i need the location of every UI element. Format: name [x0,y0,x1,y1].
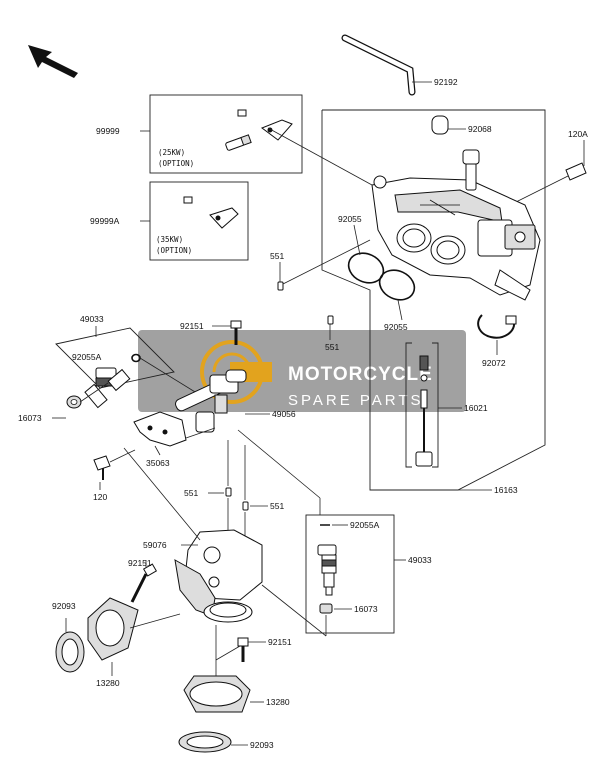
callout-99999: 99999 [96,126,120,136]
callout-92055-lower: 92055 [384,322,408,332]
callout-49033-bottom: 49033 [408,555,432,565]
callout-59076: 59076 [143,540,167,550]
callout-92151-lower: 92151 [268,637,292,647]
callout-551-lower-left: 551 [184,488,198,498]
bolt-92151-left [130,560,158,603]
option-box-25kw: (25KW) (OPTION) [140,94,373,186]
breather-hose [341,34,432,96]
hose-clamp [477,314,517,355]
option-35kw-note: (OPTION) [156,246,192,255]
injector-group-top [55,326,201,409]
callout-92068: 92068 [468,124,492,134]
callout-16073-bottom: 16073 [354,604,378,614]
bolt-120 [93,449,136,490]
idle-screw-group [405,342,462,468]
callout-49056: 49056 [272,409,296,419]
option-25kw-note: (OPTION) [158,159,194,168]
callout-120: 120 [93,492,107,502]
callout-49033-top: 49033 [80,314,104,324]
watermark-subtitle: SPARE PARTS [288,392,424,409]
washer-16073-top [52,382,109,419]
injector-group-bottom [237,429,406,634]
callout-16021: 16021 [464,403,488,413]
watermark-title: MOTORCYCLE [288,364,433,385]
callout-92093-lower: 92093 [250,740,274,750]
callout-551-lower-right: 551 [270,501,284,511]
seal-ring-92093-lower [178,731,248,753]
bolt-92151-top [212,320,242,345]
callout-16073-top: 16073 [18,413,42,423]
callout-92151-left: 92151 [128,558,152,568]
callout-92093-left: 92093 [52,601,76,611]
pin-551-upper [277,239,371,291]
option-box-35kw: (35KW) (OPTION) [140,181,249,261]
washer-16073-bottom [319,603,352,636]
option-25kw-power: (25KW) [158,148,185,157]
pin-551-lower-right [242,445,268,542]
bolt-92151-lower [215,637,266,662]
pin-551-mid [327,315,334,340]
option-35kw-power: (35KW) [156,235,183,244]
pin-551-lower-left [208,440,232,538]
bracket-59076 [123,447,327,637]
callout-92055-upper: 92055 [338,214,362,224]
throttle-assembly-frame [321,109,546,491]
callout-92072: 92072 [482,358,506,368]
callout-13280-lower: 13280 [266,697,290,707]
gasket-13280-left [87,597,181,676]
fuel-delivery-pipe [175,369,270,433]
callout-120a: 120A [568,129,588,139]
callout-551-upper: 551 [270,251,284,261]
callout-92151-top: 92151 [180,321,204,331]
callout-35063: 35063 [146,458,170,468]
callout-92055a-bottom: 92055A [350,520,380,530]
callout-16163: 16163 [494,485,518,495]
front-direction-arrow-icon [28,45,78,78]
callout-13280-left: 13280 [96,678,120,688]
callout-92055a-top: 92055A [72,352,102,362]
cap-part [431,115,466,135]
bracket-35063 [133,411,216,456]
gasket-13280-lower [183,625,264,713]
o-ring-pair [347,224,416,321]
callout-92192: 92192 [434,77,458,87]
bolt-120a [509,140,587,206]
callout-551-mid: 551 [325,342,339,352]
callout-99999a: 99999A [90,216,120,226]
throttle-body [371,149,541,301]
seal-ring-92093-left [55,618,85,673]
